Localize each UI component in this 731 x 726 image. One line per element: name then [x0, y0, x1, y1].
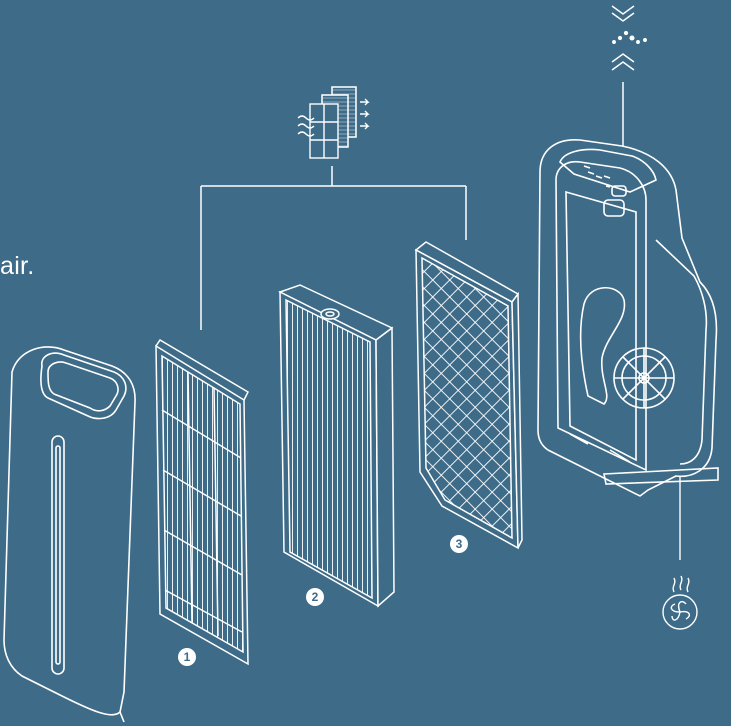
filter-2-hepa — [280, 285, 394, 606]
filter-2-badge: 2 — [306, 588, 324, 606]
filter-3-badge: 3 — [450, 535, 468, 553]
filter-3-carbon — [416, 242, 522, 548]
filter-1-prefilter — [156, 340, 248, 664]
front-cover — [4, 347, 135, 722]
filter-stack-icon — [298, 87, 368, 158]
purifier-body — [538, 140, 718, 496]
filter-1-badge: 1 — [178, 648, 196, 666]
